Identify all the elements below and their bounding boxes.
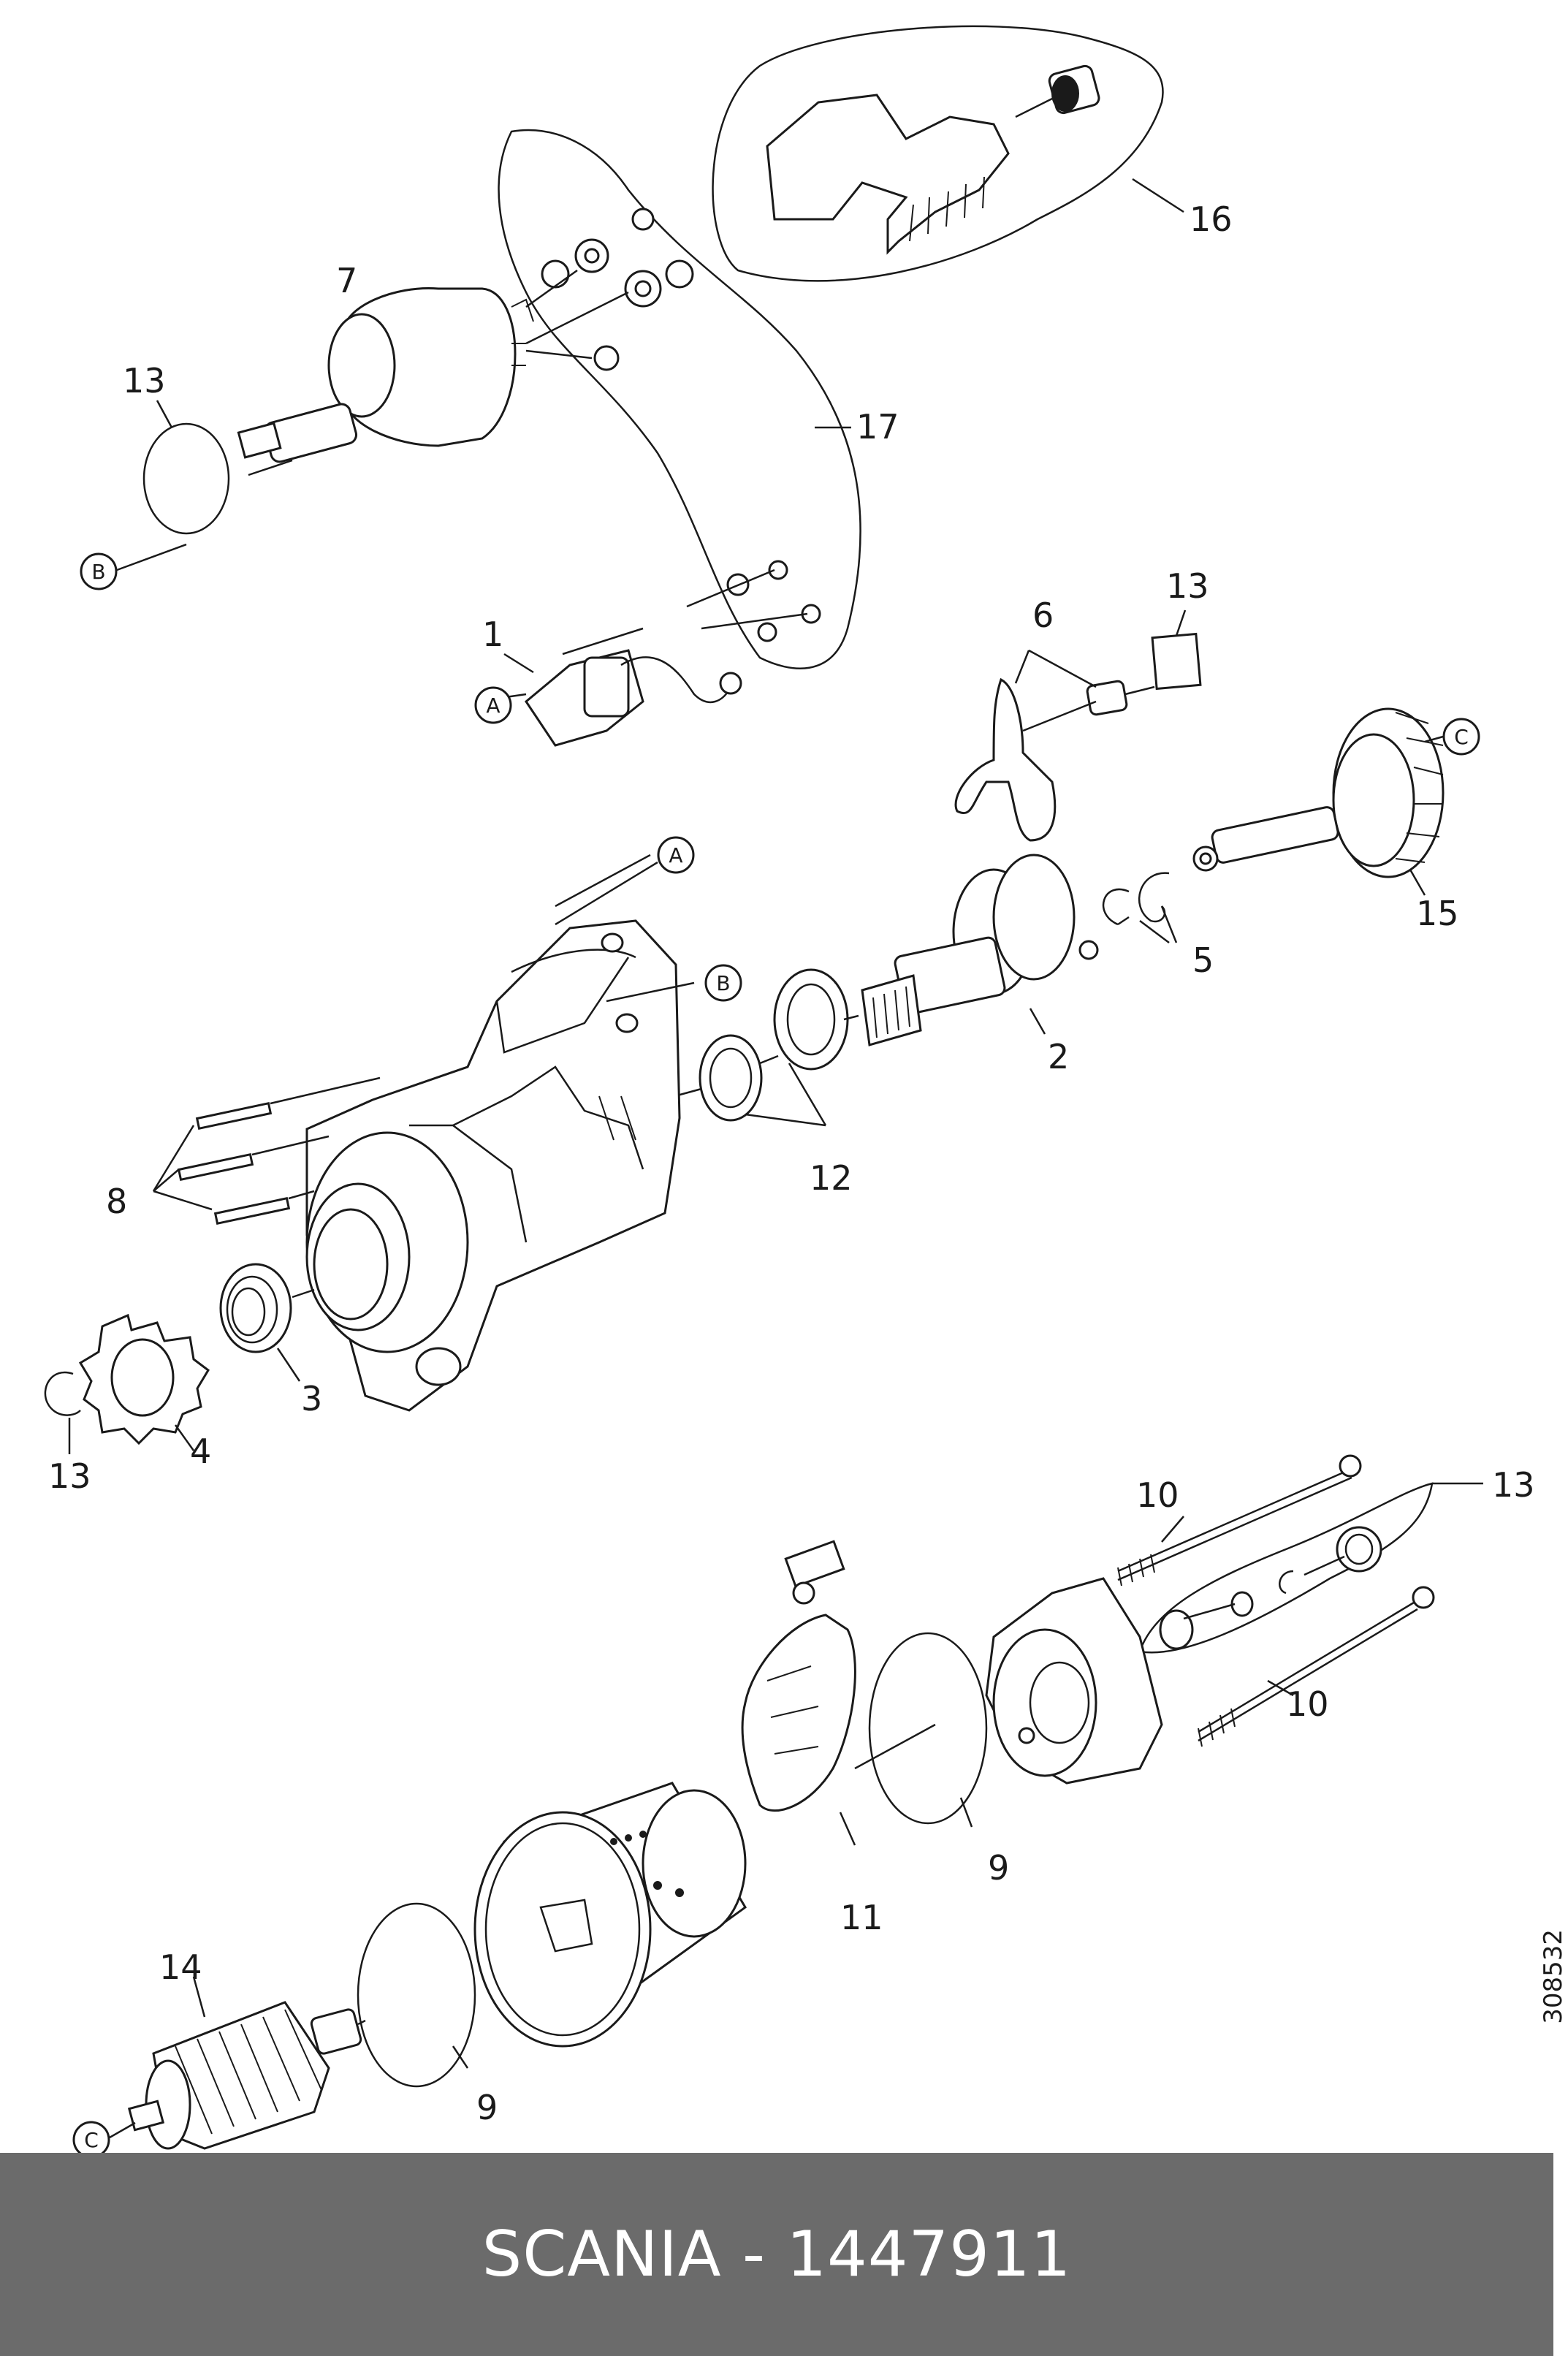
callout-9: 9: [988, 1848, 1009, 1888]
part-3-spring: [219, 1263, 292, 1353]
callout-10: 10: [1286, 1684, 1329, 1724]
svg-text:A: A: [669, 843, 682, 867]
callout-10: 10: [1136, 1475, 1179, 1515]
part-17-outline: [498, 129, 861, 669]
part-6-fork-lever: [954, 632, 1202, 842]
part-13-circlip-lower: [44, 1371, 81, 1416]
commutator-end-housing: [985, 1577, 1163, 1785]
callout-13: 13: [1166, 566, 1209, 606]
part-5-snap-ring-2: [1102, 888, 1130, 926]
part-12-seals: [699, 968, 849, 1122]
reference-marker-c-upper: C: [1442, 718, 1480, 756]
part-16-contact-bracket: [712, 25, 1184, 282]
svg-text:C: C: [1454, 725, 1469, 749]
callout-13: 13: [123, 361, 166, 400]
drawing-number: 308532: [1539, 1929, 1568, 2024]
callout-4: 4: [190, 1432, 211, 1471]
callout-1: 1: [482, 615, 503, 654]
part-13-bushing-set: [1138, 1482, 1434, 1654]
callout-3: 3: [301, 1379, 322, 1418]
reference-marker-a-upper: A: [474, 686, 512, 724]
part-9-oring-lower: [357, 1902, 476, 2088]
part-4-pinion-gear: [78, 1313, 210, 1445]
svg-text:C: C: [84, 2128, 99, 2152]
callout-11: 11: [840, 1898, 883, 1937]
svg-text:A: A: [486, 694, 500, 718]
callout-8: 8: [106, 1182, 127, 1221]
callout-15: 15: [1416, 894, 1459, 933]
part-8-bolts: [177, 1076, 381, 1226]
callout-16: 16: [1190, 200, 1233, 239]
drive-end-housing: [305, 919, 681, 1412]
part-1-relay: [503, 560, 821, 747]
callout-17: 17: [856, 407, 899, 446]
part-14-armature: [127, 2001, 366, 2150]
part-15-drive-assembly: [1192, 707, 1445, 878]
callout-5: 5: [1192, 940, 1214, 980]
callout-9: 9: [476, 2088, 498, 2127]
part-7-solenoid: [237, 208, 694, 476]
svg-text:B: B: [716, 971, 730, 995]
part-11-brush-holder: [741, 1540, 856, 1812]
part-13-oring-upper: [142, 422, 230, 535]
part-number-title: SCANIA - 1447911: [482, 2218, 1072, 2291]
callout-14: 14: [159, 1947, 202, 1987]
part-10-through-bolts: [1117, 1454, 1435, 1747]
part-9-oring-upper: [868, 1632, 988, 1825]
callout-6: 6: [1032, 596, 1054, 635]
reference-marker-a-lower: A: [657, 836, 695, 874]
callout-12: 12: [810, 1158, 853, 1198]
reference-marker-b-upper: B: [80, 552, 118, 590]
callout-2: 2: [1048, 1037, 1069, 1076]
callout-13: 13: [1492, 1465, 1535, 1505]
footer-bar: SCANIA - 1447911: [0, 2153, 1553, 2356]
reference-marker-b-lower: B: [704, 964, 742, 1002]
callout-13: 13: [48, 1456, 91, 1496]
part-2-overrunning-clutch: [861, 854, 1099, 1046]
svg-text:B: B: [91, 560, 105, 584]
reference-marker-c-lower: C: [72, 2121, 110, 2159]
stator-yoke: [473, 1782, 747, 2048]
callout-7: 7: [336, 261, 357, 300]
exploded-parts-diagram: A B A B C C 16 7 13 17 13 6 1 15 5 2 8 1…: [44, 25, 1535, 2159]
